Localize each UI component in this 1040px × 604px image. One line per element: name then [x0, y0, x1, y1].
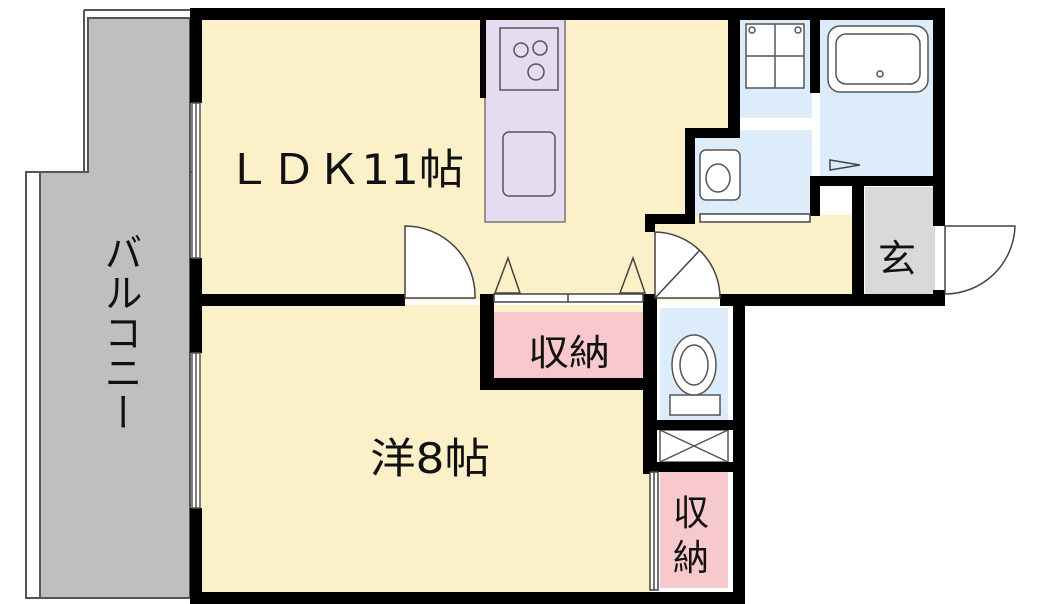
door-entrance: [944, 225, 1016, 295]
wall-right-bedroom: [643, 294, 657, 474]
burner-icon: [527, 63, 545, 81]
door-sink-area: [699, 213, 811, 223]
balcony: [25, 9, 199, 599]
wall-bath-left: [810, 8, 820, 93]
wall-hall-top: [645, 214, 695, 224]
walls: [190, 8, 945, 604]
stove-top: [499, 27, 559, 91]
storage-right-label-bottom: 納: [673, 538, 709, 579]
wall-left-lower: [190, 508, 202, 604]
burner-icon: [532, 40, 548, 56]
entrance-floor: [865, 187, 935, 294]
wall-top: [190, 8, 945, 20]
doors: [404, 159, 1016, 591]
ldk-floor: [198, 12, 733, 300]
door-marker: [618, 255, 647, 294]
kitchen-sink: [502, 131, 556, 197]
windows: [191, 102, 201, 509]
storage-center-floor: [493, 312, 643, 380]
wall-bath-bottom: [812, 176, 942, 186]
wall-bath-partition: [810, 176, 820, 216]
storage-right-label-top: 収: [673, 493, 709, 534]
wall-entrance-left: [852, 184, 864, 304]
wall-left-upper: [190, 8, 202, 103]
drain-icon: [794, 26, 802, 34]
entrance-label: 玄: [878, 237, 916, 281]
burner-icon: [513, 42, 529, 58]
wall-right-entrance-bottom: [933, 290, 945, 306]
wall-storage-left: [480, 294, 494, 389]
door-ldk-bedroom: [404, 225, 476, 299]
storage-right-floor: [660, 470, 728, 588]
wet-area-fixtures: [659, 23, 929, 463]
kitchen-fixtures: [499, 27, 559, 197]
wall-wet-step: [685, 128, 740, 138]
wall-kitchen-left: [480, 18, 486, 98]
wall-wet-left: [728, 8, 740, 133]
kitchen-counter: [484, 17, 566, 223]
toilet-tank: [669, 394, 721, 416]
drain-icon: [748, 26, 756, 34]
door-bath: [829, 159, 861, 171]
bathtub: [827, 25, 929, 93]
wall-right-outer-lower: [733, 298, 745, 604]
wall-right-outer: [933, 8, 945, 226]
wall-bottom-bedroom: [190, 592, 745, 604]
toilet-bowl: [671, 334, 717, 396]
ldk-label: ＬＤＫ11帖: [226, 145, 464, 194]
storage-center-label: 収納: [528, 333, 610, 374]
bedroom-label: 洋8帖: [370, 434, 490, 483]
wall-sink-left: [685, 128, 695, 224]
wall-toilet-bottom: [650, 420, 740, 430]
wall-hall-bottom: [720, 294, 945, 306]
door-marker: [493, 255, 522, 294]
wall-ldk-bedroom: [190, 294, 405, 306]
balcony-label: バルコニー: [98, 232, 142, 432]
wall-pipe-bottom: [650, 462, 740, 472]
wall-hall-left: [645, 214, 655, 232]
wall-storage-bottom: [480, 378, 655, 390]
